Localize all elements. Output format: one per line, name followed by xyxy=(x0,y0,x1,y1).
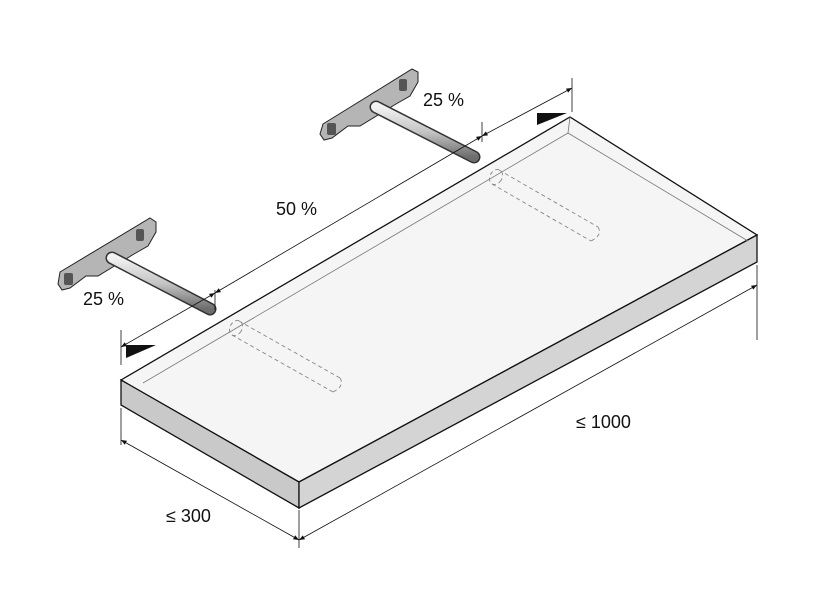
bracket-right xyxy=(319,68,481,164)
length-label: ≤ 1000 xyxy=(576,412,631,432)
top-dimension xyxy=(120,78,573,365)
bracket-left xyxy=(57,217,217,316)
screw-hole-icon xyxy=(64,273,73,285)
screw-hole-icon xyxy=(136,229,144,241)
left-offset-label: 25 % xyxy=(83,289,124,309)
middle-spacing-label: 50 % xyxy=(276,199,317,219)
screw-hole-icon xyxy=(327,123,336,135)
direction-marker-right xyxy=(537,113,567,125)
depth-label: ≤ 300 xyxy=(166,506,211,526)
hidden-rod-right xyxy=(488,169,600,242)
right-offset-label: 25 % xyxy=(423,90,464,110)
size-dimensions xyxy=(120,265,758,548)
shelf xyxy=(119,116,759,510)
screw-hole-icon xyxy=(399,79,407,91)
direction-marker-left xyxy=(126,345,156,358)
